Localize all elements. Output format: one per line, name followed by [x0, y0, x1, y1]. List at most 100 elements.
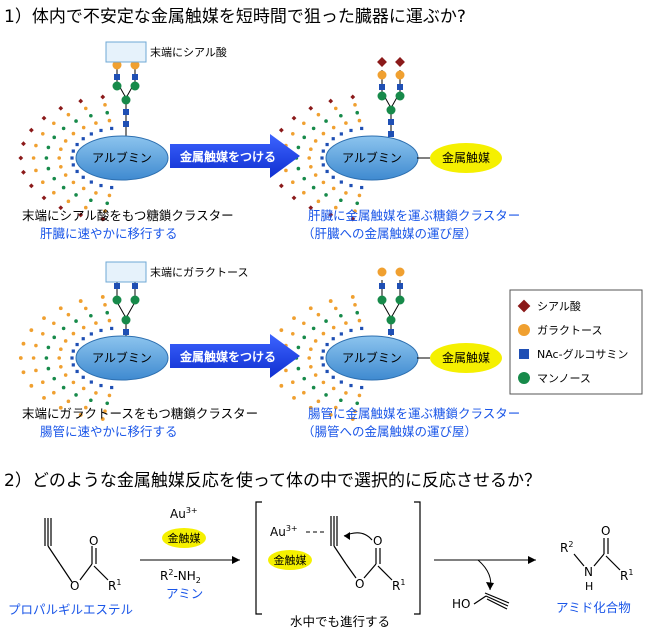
- galactose-dot: [279, 383, 284, 388]
- bracket-left: [255, 501, 262, 615]
- mannose-dot: [355, 310, 360, 315]
- glcnac-square: [71, 149, 75, 153]
- mannose-dot: [112, 295, 122, 305]
- galactose-dot: [357, 193, 362, 198]
- galactose-dot: [107, 393, 112, 398]
- galactose-dot: [58, 306, 63, 311]
- sialic-diamond: [395, 57, 405, 67]
- galactose-dot: [357, 118, 362, 123]
- sialic-diamond: [21, 169, 26, 175]
- galactose-dot: [279, 328, 284, 333]
- galactose-dot: [94, 191, 98, 195]
- galactose-dot: [331, 386, 336, 391]
- glcnac-square: [99, 383, 103, 388]
- galactose-dot: [103, 303, 107, 307]
- glcnac-square: [70, 156, 74, 160]
- legend-label: ガラクトース: [537, 324, 602, 337]
- legend-box: [509, 289, 643, 395]
- product-n: N: [584, 565, 593, 579]
- albumin-top-left: [75, 135, 169, 181]
- galactose-dot: [29, 328, 34, 333]
- reagent-amine: R2-NH2: [160, 568, 201, 585]
- glcnac-square: [75, 169, 79, 174]
- legend-label: NAc-グルコサミン: [537, 347, 628, 361]
- glcnac-square: [321, 363, 325, 367]
- glcnac-square: [397, 84, 403, 90]
- legend-label: マンノース: [537, 372, 591, 385]
- glcnac-square: [339, 180, 343, 184]
- galactose-dot: [21, 341, 26, 346]
- glcnac-square: [349, 128, 353, 133]
- galactose-dot: [63, 173, 68, 177]
- inter-structure: [330, 516, 393, 581]
- mannose-dot: [339, 198, 343, 203]
- glcnac-square: [114, 283, 120, 289]
- galactose-dot: [66, 312, 71, 317]
- albumin-bottom-left: [75, 335, 169, 381]
- mannose-dot: [61, 185, 66, 190]
- galactose-dot: [333, 106, 338, 111]
- mannose-dot: [44, 356, 49, 360]
- galactose-dot: [309, 147, 313, 152]
- mannose-dot: [324, 119, 328, 123]
- galactose-dot: [83, 306, 88, 311]
- mannose-dot: [377, 91, 387, 101]
- galactose-dot: [34, 168, 38, 173]
- glcnac-square: [89, 380, 93, 384]
- stem-line: [125, 301, 136, 319]
- mannose-dot: [52, 176, 57, 181]
- sialic-diamond: [328, 212, 334, 218]
- product-r1: R1: [620, 568, 633, 583]
- galactose-dot: [59, 164, 63, 169]
- galactose-dot: [63, 373, 68, 377]
- inter-au: Au3+: [270, 524, 298, 539]
- glcnac-square: [81, 175, 85, 179]
- arrow-label-bottom: 金属触媒をつける: [179, 349, 276, 364]
- glycan-cluster-top-left: [18, 94, 114, 222]
- galactose-dot: [40, 180, 45, 185]
- glcnac-square: [325, 342, 329, 347]
- galactose-dot: [353, 103, 357, 107]
- galactose-dot: [321, 180, 326, 185]
- galactose-dot: [290, 331, 295, 336]
- galactose-dot: [313, 173, 318, 177]
- galactose-dot: [321, 131, 326, 136]
- mannose-dot: [121, 95, 131, 105]
- glcnac-square: [110, 385, 114, 390]
- galactose-dot: [94, 321, 98, 325]
- product-r2: R2: [560, 540, 573, 555]
- glcnac-square: [89, 132, 93, 136]
- sialic-diamond: [78, 98, 84, 104]
- galactose-dot: [100, 417, 105, 421]
- glcnac-square: [75, 369, 79, 374]
- glcnac-square: [71, 349, 75, 353]
- glcnac-square: [321, 149, 325, 153]
- albumin-label-top-left: アルブミン: [92, 150, 152, 165]
- galactose-dot: [34, 343, 38, 348]
- glcnac-square: [81, 137, 85, 141]
- galactose-dot: [66, 112, 71, 117]
- galactose-dot: [94, 121, 98, 125]
- mannose-dot: [395, 91, 405, 101]
- mannose-dot: [296, 166, 301, 171]
- mannose-dot: [311, 326, 316, 331]
- mannose-dot: [44, 156, 49, 160]
- galactose-dot: [103, 209, 107, 213]
- glcnac-square: [110, 326, 114, 331]
- mannose-dot: [61, 326, 66, 331]
- galactose-dot: [71, 180, 76, 185]
- mannose-dot: [386, 105, 396, 115]
- inter-catalyst-badge: [268, 550, 312, 570]
- catalyst-top: [430, 143, 502, 173]
- galactose-dot: [309, 364, 313, 369]
- mannose-dot: [89, 313, 93, 318]
- galactose-dot: [112, 60, 122, 70]
- tag-box-galactose: [105, 261, 147, 283]
- glcnac-square: [89, 332, 93, 336]
- glcnac-square: [349, 328, 353, 333]
- galactose-dot: [66, 199, 71, 204]
- subcaption-top-left: 肝臓に速やかに移行する: [40, 226, 178, 241]
- reaction-arrow-1-head: [232, 556, 240, 564]
- galactose-dot: [344, 321, 348, 325]
- sialic-diamond: [291, 195, 297, 201]
